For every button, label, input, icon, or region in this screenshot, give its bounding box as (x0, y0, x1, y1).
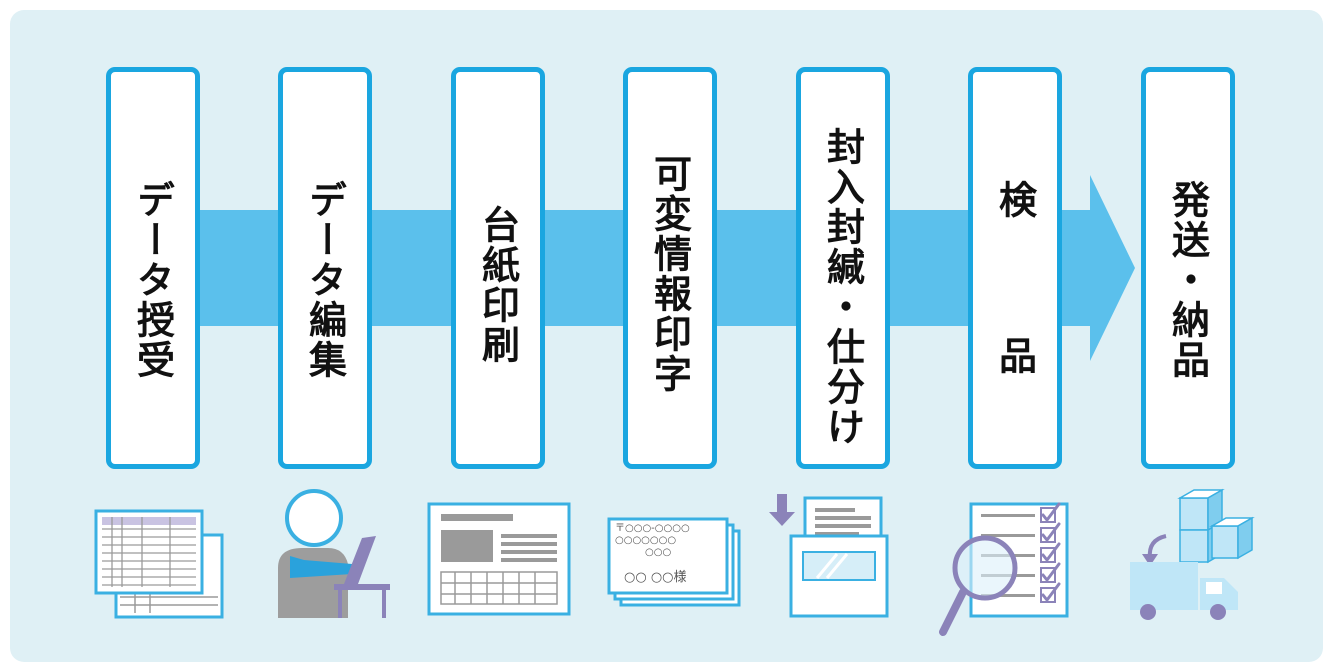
address-line: ○○○○○○○ (615, 535, 677, 546)
person-computer-icon (278, 489, 390, 618)
recipient-name: ○○ ○○ (624, 570, 674, 585)
spreadsheet-icon (94, 509, 224, 619)
step-base-printing: 台紙印刷 (451, 67, 545, 469)
step-shipping: 発送・納品 (1141, 67, 1235, 469)
envelope-icon (769, 494, 889, 618)
step-data-receipt: データ授受 (106, 67, 200, 469)
step-variable-printing: 可変情報印字 (623, 67, 717, 469)
postcard-icon (607, 517, 741, 607)
step-label: 検 品 (992, 180, 1037, 414)
honorific: 様 (673, 570, 687, 585)
step-label: 台紙印刷 (475, 205, 520, 365)
step-enclosing-sealing: 封入封緘・仕分け (796, 67, 890, 469)
printed-sheet-icon (427, 502, 571, 616)
step-inspection: 検 品 (968, 67, 1062, 469)
postal-code: 〒○○○-○○○○ (615, 523, 690, 534)
postcard-recipient: ○○ ○○様 (624, 566, 687, 585)
address-line: ○○○ (645, 547, 672, 558)
delivery-truck-icon (1130, 488, 1255, 620)
step-label: 発送・納品 (1165, 180, 1210, 380)
step-label: データ授受 (130, 180, 175, 380)
postcard-address: 〒○○○-○○○○ ○○○○○○○ ○○○ (615, 523, 690, 559)
step-data-editing: データ編集 (278, 67, 372, 469)
step-label: 封入封緘・仕分け (820, 127, 865, 447)
checklist-magnifier-icon (939, 502, 1069, 636)
step-label: データ編集 (302, 180, 347, 380)
step-label: 可変情報印字 (647, 154, 692, 394)
